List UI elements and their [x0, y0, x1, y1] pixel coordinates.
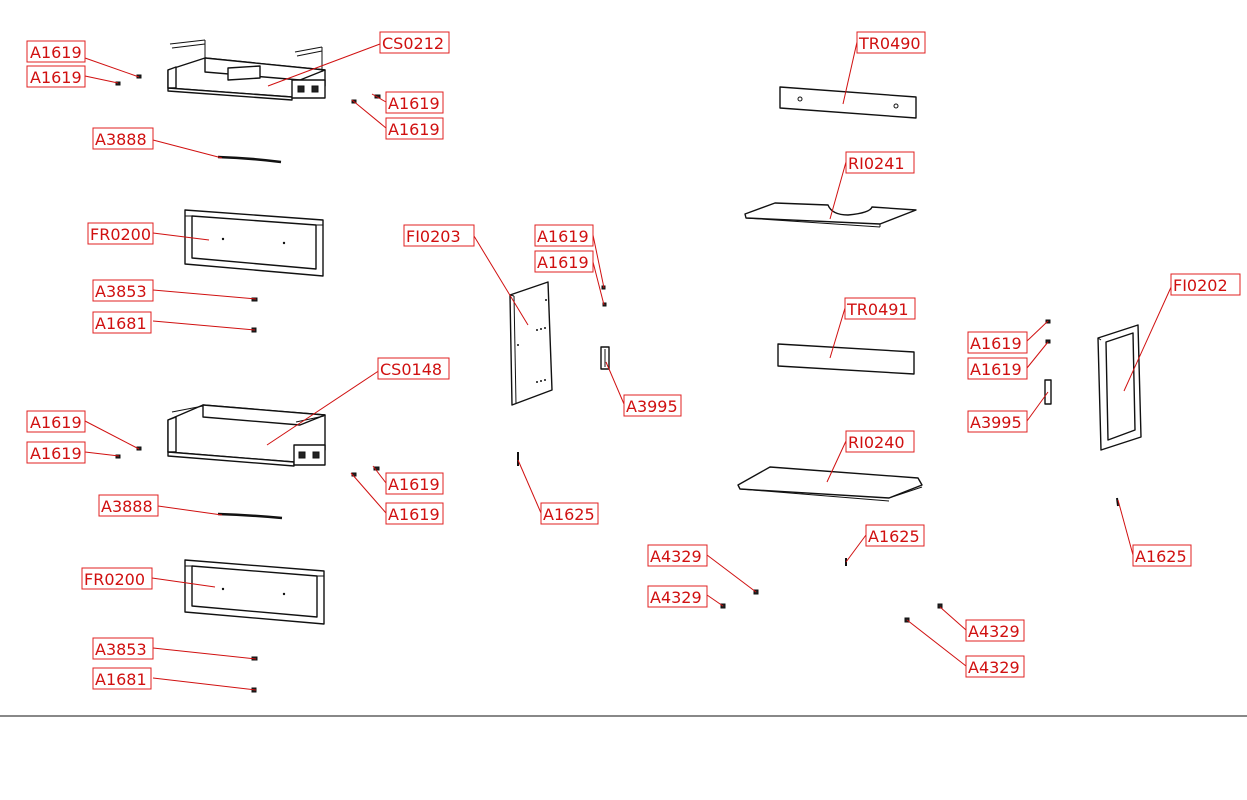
callout-code: RI0241 [848, 154, 905, 173]
callout-code: A1625 [868, 527, 920, 546]
callout-tr0490: TR0490 [856, 31, 926, 54]
drawer-bottom-part [167, 404, 326, 467]
callout-code: A1619 [388, 120, 440, 139]
leader-lines [84, 41, 1173, 691]
mid-rail-tr0491-part [777, 343, 915, 375]
part-callouts: A1619 A1619 CS0212 A1619 A1619 A3888 FR0… [26, 31, 1241, 690]
callout-code: A1619 [537, 253, 589, 272]
callout-code: A1619 [970, 360, 1022, 379]
callout-code: TR0491 [846, 300, 909, 319]
callout-code: FR0200 [84, 570, 145, 589]
callout-a1619: A1619 [385, 472, 444, 495]
parts-layer [115, 39, 1142, 693]
callout-code: A1619 [30, 444, 82, 463]
callout-a1619: A1619 [26, 40, 86, 63]
callout-a3995: A3995 [623, 394, 682, 417]
callout-code: A3888 [101, 497, 153, 516]
callout-code: A1681 [95, 314, 147, 333]
callout-a1619: A1619 [967, 331, 1028, 354]
callout-a1619: A1619 [967, 357, 1028, 380]
callout-fi0202: FI0202 [1170, 273, 1241, 296]
callout-fr0200: FR0200 [81, 567, 153, 590]
callout-a4329: A4329 [965, 619, 1025, 642]
callout-code: A1681 [95, 670, 147, 689]
callout-code: CS0148 [380, 360, 442, 379]
front-panel-top-part [184, 209, 324, 277]
drawer-top-part [167, 39, 326, 101]
callout-code: RI0240 [848, 433, 905, 452]
callout-tr0491: TR0491 [844, 297, 916, 320]
callout-a1619: A1619 [385, 502, 444, 525]
small-hardware-top-left [115, 74, 381, 333]
callout-code: A3888 [95, 130, 147, 149]
base-shelf-ri0240-part [737, 466, 923, 502]
callout-code: FI0203 [406, 227, 461, 246]
callout-a3853: A3853 [92, 637, 154, 660]
callout-a4329: A4329 [647, 585, 708, 608]
callout-a1619: A1619 [26, 65, 86, 88]
rail-a3888-top-part [217, 155, 282, 164]
callout-code: A4329 [968, 658, 1020, 677]
callout-fr0200: FR0200 [87, 222, 154, 245]
callout-a1625: A1625 [540, 502, 599, 525]
callout-a4329: A4329 [965, 655, 1025, 678]
callout-a3888: A3888 [98, 494, 159, 517]
callout-a1619: A1619 [534, 224, 594, 247]
callout-code: A1619 [388, 475, 440, 494]
callout-code: A3853 [95, 640, 147, 659]
callout-a3888: A3888 [92, 127, 154, 150]
callout-a4329: A4329 [647, 544, 708, 567]
side-panel-fi0203-part [509, 281, 553, 406]
callout-a1619: A1619 [26, 441, 86, 464]
callout-code: A4329 [968, 622, 1020, 641]
callout-a1619: A1619 [26, 410, 86, 433]
callout-code: CS0212 [382, 34, 444, 53]
callout-cs0148: CS0148 [377, 357, 450, 380]
callout-a3995: A3995 [967, 410, 1028, 433]
callout-code: A1619 [388, 94, 440, 113]
callout-code: A1619 [970, 334, 1022, 353]
callout-a1619: A1619 [385, 91, 444, 114]
callout-code: FR0200 [90, 225, 151, 244]
callout-a1681: A1681 [92, 667, 152, 690]
callout-fi0203: FI0203 [403, 224, 475, 247]
callout-ri0241: RI0241 [845, 151, 915, 174]
callout-code: A3853 [95, 282, 147, 301]
callout-code: TR0490 [858, 34, 921, 53]
callout-code: A3995 [626, 397, 678, 416]
callout-code: FI0202 [1173, 276, 1228, 295]
callout-code: A1625 [1135, 547, 1187, 566]
callout-code: A1619 [30, 68, 82, 87]
callout-cs0212: CS0212 [379, 31, 450, 54]
callout-code: A1619 [30, 413, 82, 432]
top-rail-tr0490-part [779, 86, 917, 119]
callout-a1619: A1619 [385, 117, 444, 140]
callout-code: A1619 [388, 505, 440, 524]
rail-a3888-bottom-part [217, 512, 283, 520]
top-shelf-ri0241-part [744, 202, 917, 228]
callout-a3853: A3853 [92, 279, 154, 302]
door-fi0202-part [1097, 324, 1142, 451]
callout-a1681: A1681 [92, 311, 152, 334]
callout-a1625: A1625 [865, 524, 925, 547]
callout-a1625: A1625 [1132, 544, 1192, 567]
callout-code: A1619 [30, 43, 82, 62]
callout-a1619: A1619 [534, 250, 594, 273]
front-panel-bottom-part [184, 559, 325, 625]
callout-code: A4329 [650, 547, 702, 566]
callout-code: A1619 [537, 227, 589, 246]
callout-code: A1625 [543, 505, 595, 524]
callout-code: A4329 [650, 588, 702, 607]
callout-code: A3995 [970, 413, 1022, 432]
callout-ri0240: RI0240 [845, 430, 915, 453]
